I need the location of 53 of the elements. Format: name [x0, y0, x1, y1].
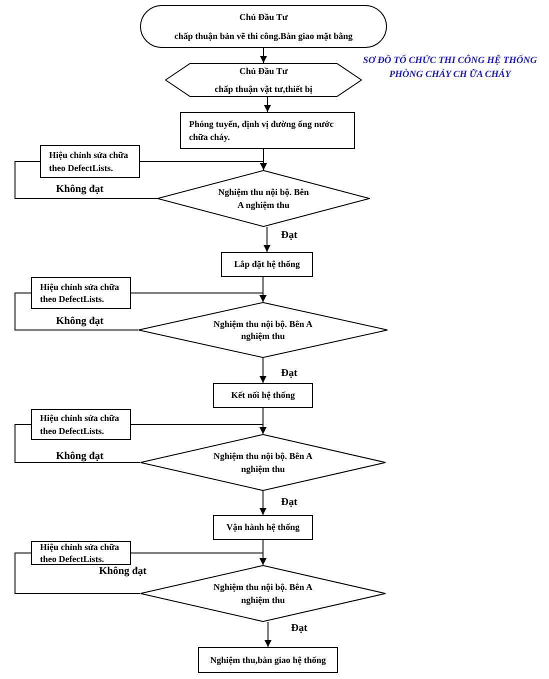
node-text: Nghiệm thu nội bộ. Bên A nghiệm thu	[212, 318, 314, 342]
arrow	[130, 424, 266, 434]
decision-diamond	[140, 434, 386, 491]
arrow	[264, 226, 270, 252]
edge-label: Không đạt	[98, 566, 148, 577]
node-text: Nghiệm thu nội bộ. Bên A nghiệm thu	[212, 450, 314, 475]
edge-label: Đạt	[290, 623, 308, 634]
process-box	[221, 252, 313, 277]
arrow	[264, 622, 272, 648]
arrow	[260, 490, 266, 516]
edge-label: Không đạt	[55, 451, 105, 462]
process-box	[31, 409, 131, 440]
edge-label: Đạt	[280, 497, 298, 508]
node-text: Nghiệm thu nội bộ. Bên A nghiệm thu	[212, 581, 314, 606]
process-box	[213, 515, 313, 540]
hexagon-box	[165, 63, 362, 97]
node-text: chấp thuận bản vẽ thi công.Bàn giao mặt bằng	[174, 30, 353, 42]
process-box	[31, 277, 131, 309]
edge-label: Không đạt	[55, 184, 105, 195]
decision-diamond	[157, 170, 370, 227]
node-text: Lắp đặt hệ thống	[234, 258, 300, 271]
node-text: Chủ Đầu Tư	[239, 11, 288, 24]
node-text: Kết nối hệ thống	[231, 389, 295, 402]
arrow	[130, 552, 266, 566]
process-box	[31, 541, 131, 565]
node-text: Hiệu chỉnh sửa chữa theo DefectLists.	[40, 280, 120, 306]
node-text: Hiệu chỉnh sửa chữa theo DefectLists.	[49, 149, 130, 174]
arrow	[264, 96, 271, 112]
decision-diamond	[138, 302, 388, 358]
arrow	[260, 48, 267, 64]
arrow	[130, 292, 266, 302]
node-text: Chủ Đầu Tư	[239, 64, 288, 77]
connector-line	[14, 292, 138, 330]
arrow	[260, 358, 266, 384]
process-box	[40, 145, 140, 178]
edge-label: Không đạt	[55, 316, 105, 327]
connector-line	[14, 161, 158, 199]
process-box	[180, 112, 355, 149]
edge-label: Đạt	[280, 230, 298, 241]
node-text: chấp thuận vật tư,thiết bị	[214, 83, 312, 96]
diagram-title: SƠ ĐỒ TỔ CHỨC THI CÔNG HỆ THỐNG PHÒNG CHÁY CH ỮA CHÁY	[362, 55, 538, 82]
node-text: Nghiệm thu nội bộ. Bên A nghiệm thu	[217, 186, 310, 211]
node-text: Nghiệm thu,bàn giao hệ thống	[210, 654, 326, 666]
process-box	[213, 383, 313, 408]
edge-label: Đạt	[280, 368, 298, 379]
node-text: Phóng tuyến, định vị đường ống nước chữa cháy.	[189, 118, 335, 143]
connector-line	[14, 424, 140, 463]
process-box	[198, 647, 338, 673]
node-text: Hiệu chỉnh sửa chữa theo DefectLists.	[40, 540, 120, 566]
connector-line	[14, 552, 140, 594]
node-text: Hiệu chỉnh sửa chữa theo DefectLists.	[40, 412, 120, 437]
arrow	[140, 161, 267, 170]
node-text: Vận hành hệ thống	[226, 521, 300, 534]
